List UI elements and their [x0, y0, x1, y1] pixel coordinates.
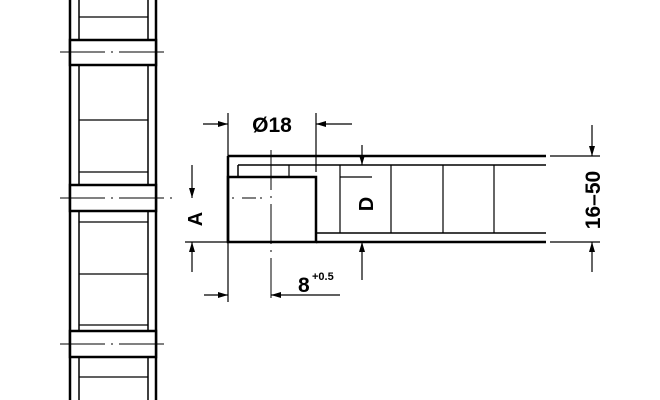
- dimension-lines: [185, 113, 600, 302]
- panel-thickness-label: 16–50: [582, 171, 605, 229]
- offset-label: A: [185, 212, 207, 226]
- bore-tolerance-label: +0.5: [312, 271, 334, 283]
- cam-housing: [226, 175, 318, 244]
- side-panel-view: [60, 0, 175, 400]
- diameter-label: Ø18: [252, 114, 292, 137]
- depth-label: D: [356, 197, 378, 211]
- section-view: [226, 150, 546, 302]
- bore-distance-label: 8: [298, 274, 310, 297]
- centerlines: [60, 51, 175, 345]
